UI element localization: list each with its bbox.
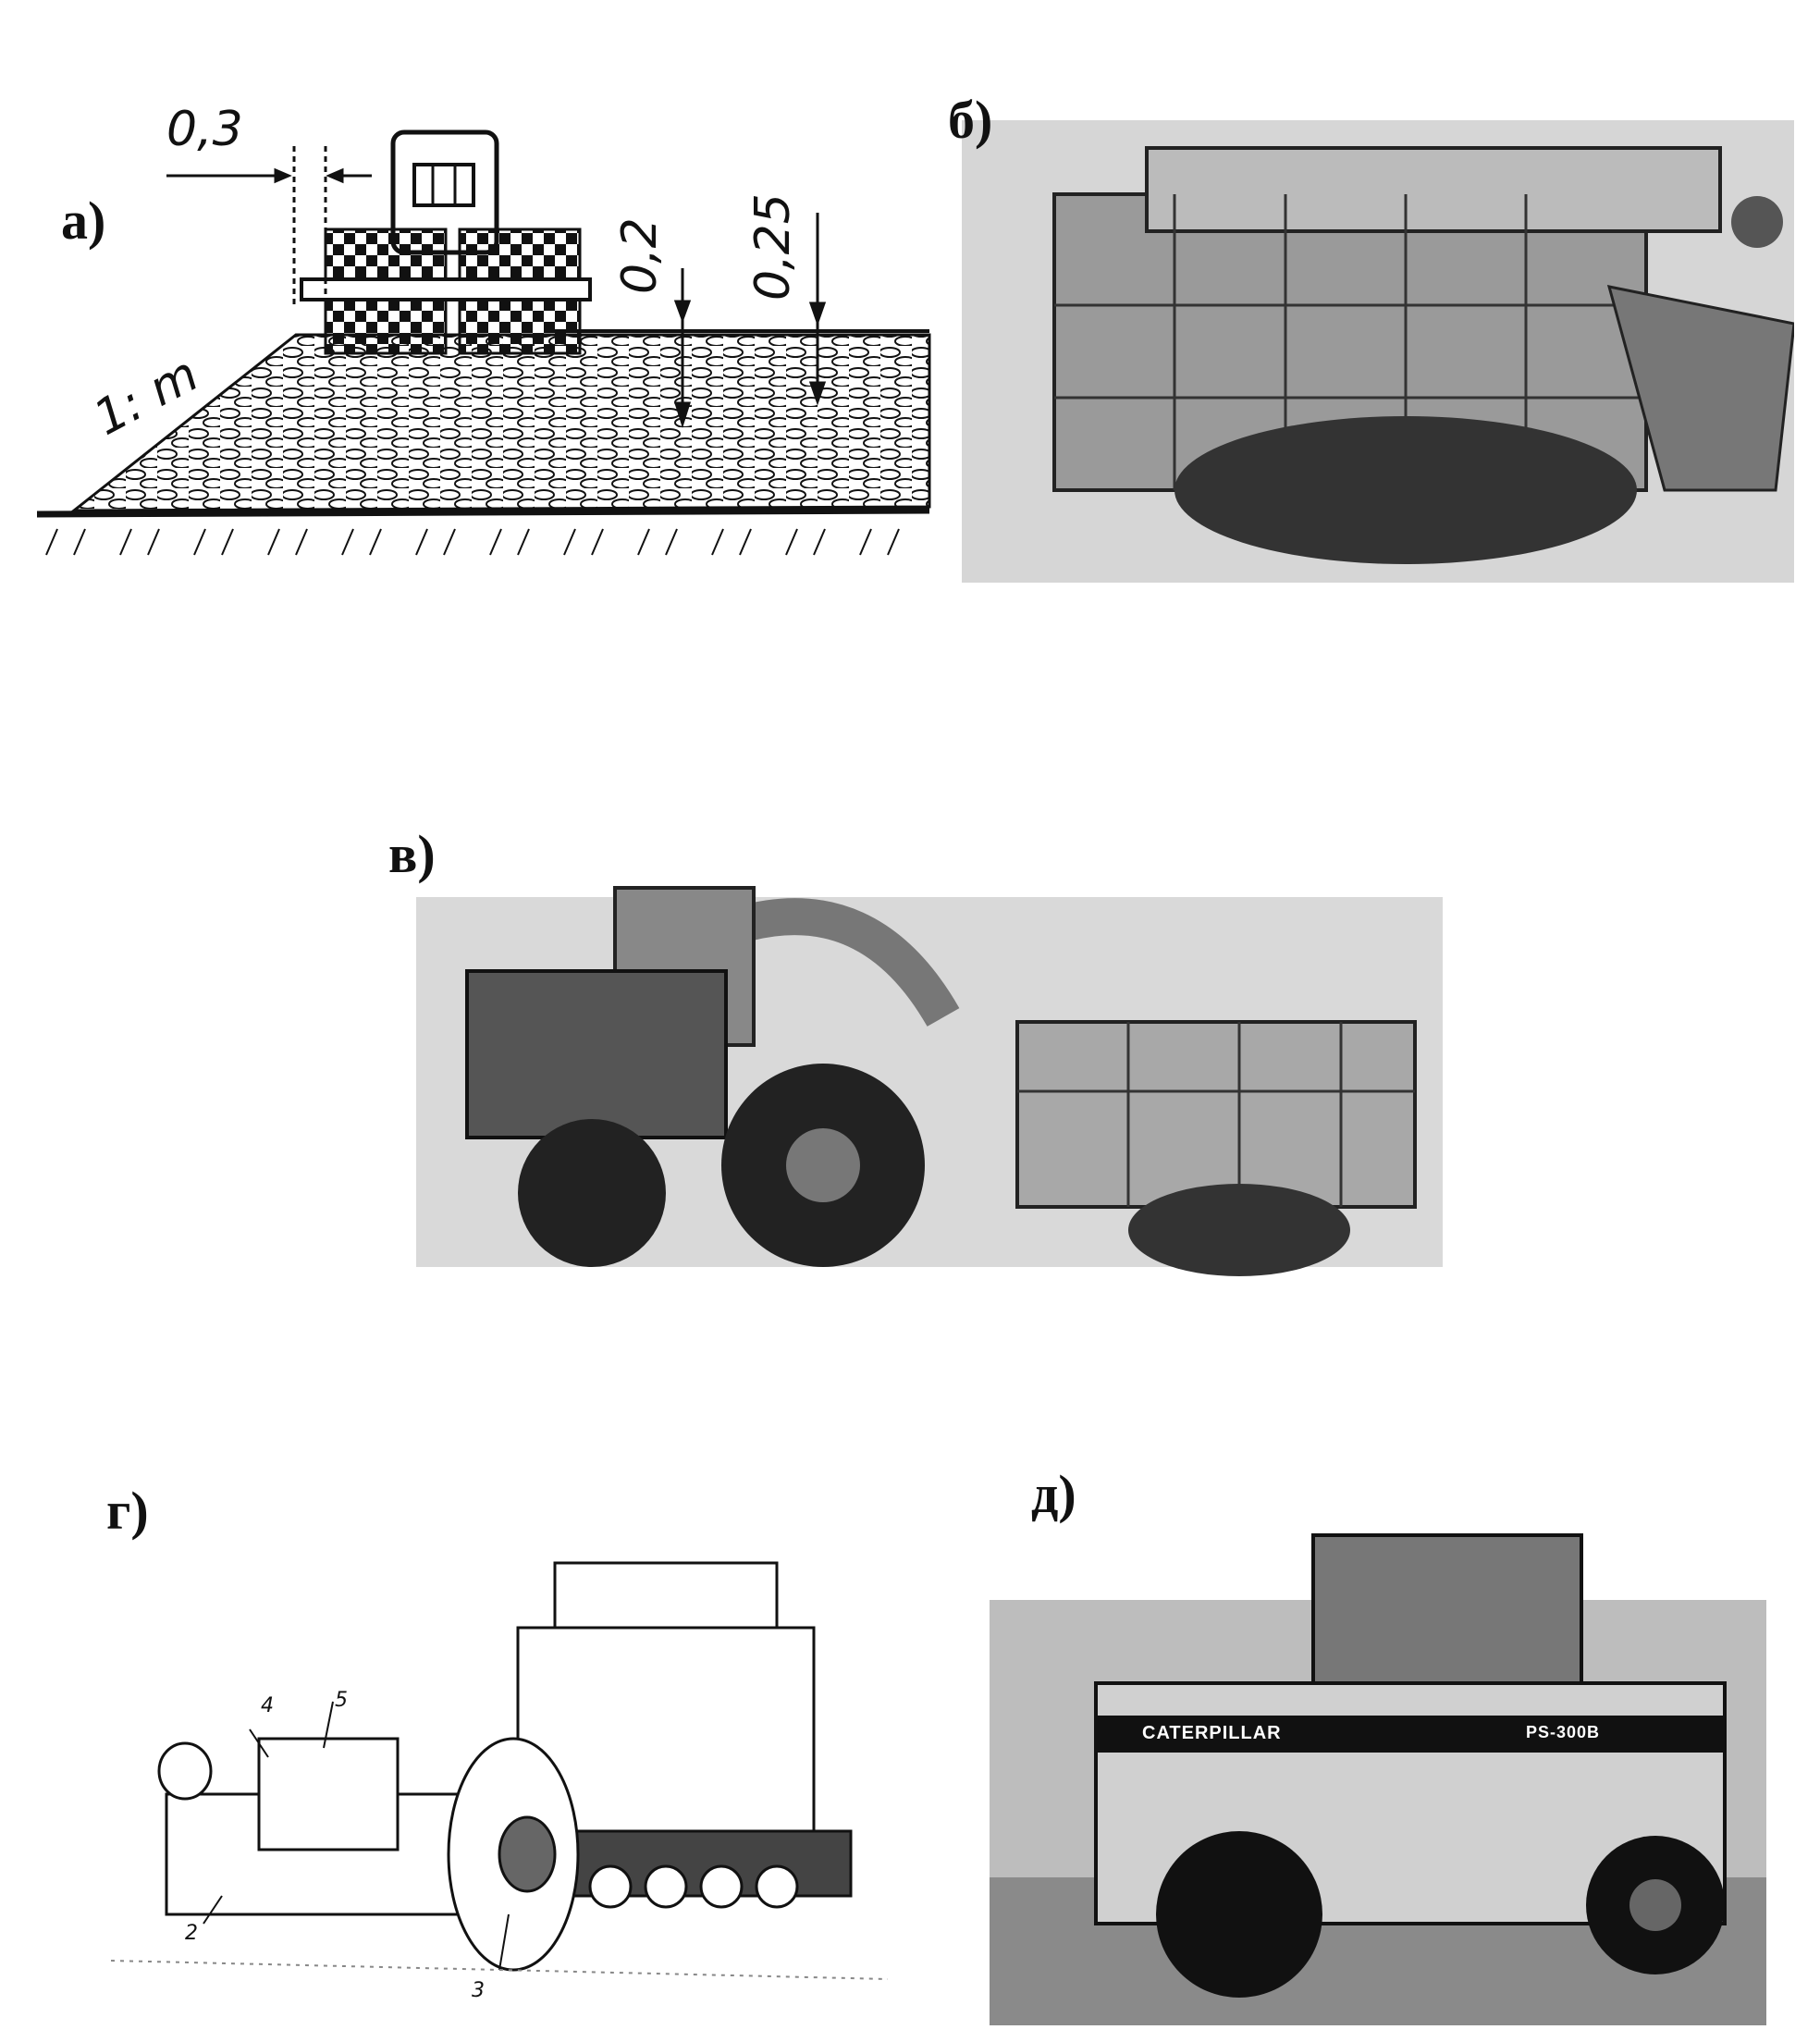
offset-label: 0,3 — [166, 102, 243, 157]
panel-d-letter: д) — [1031, 1464, 1076, 1524]
panel-g-letter: г) — [106, 1481, 149, 1541]
panel-a-letter: а) — [61, 191, 106, 251]
callout-5: 5 — [335, 1689, 348, 1712]
offset-dimension — [166, 146, 372, 305]
layer-arrows — [673, 213, 827, 428]
vibratory-roller-image — [110, 1561, 889, 1980]
callout-4: 4 — [261, 1694, 274, 1717]
callout-2: 2 — [185, 1922, 198, 1945]
pneumatic-roller-image — [990, 1533, 1766, 2025]
box-compactor-image — [962, 120, 1794, 583]
panel-b-box-compactor-photo: б) — [948, 83, 1794, 601]
panel-a-embankment-diagram: а) 0,3 0,2 0,25 1: m — [0, 0, 943, 592]
panel-d-pneumatic-roller-photo: д) CATERPILLAR PS-300B — [980, 1452, 1776, 2035]
model-label: PS-300B — [1526, 1723, 1601, 1741]
panel-v-tractor-compactor-photo: в) — [388, 795, 1452, 1276]
callout-3: 3 — [472, 1979, 485, 2002]
embankment-body — [69, 333, 931, 512]
embankment-drawing — [36, 129, 931, 556]
ground-line — [36, 507, 930, 518]
tractor-compactor-image — [416, 886, 1443, 1276]
panel-b-letter: б) — [948, 90, 993, 150]
layer2-thickness-label: 0,25 — [745, 193, 801, 301]
roller-figure — [300, 129, 592, 355]
layer1-thickness-label: 0,2 — [612, 217, 668, 294]
brand-caterpillar: CATERPILLAR — [1142, 1723, 1282, 1743]
panel-v-letter: в) — [388, 824, 436, 884]
panel-g-vibratory-roller-drawing: г) 4 5 2 3 — [92, 1480, 906, 2016]
ground-hatching — [45, 528, 900, 556]
